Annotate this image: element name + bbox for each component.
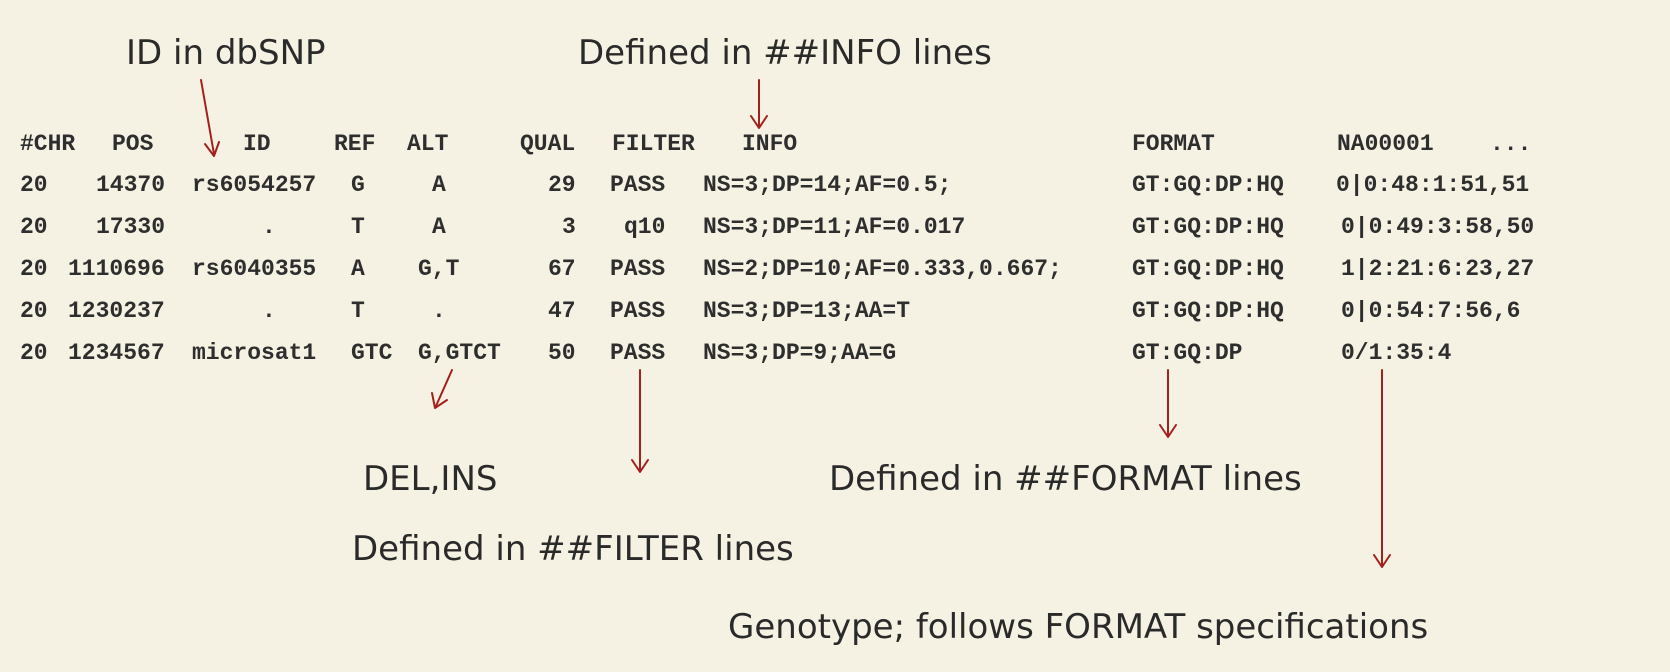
cell-info: NS=3;DP=9;AA=G [703,340,897,366]
cell-ref: GTC [351,340,393,366]
cell-qual: 29 [548,172,576,198]
cell-pos: 14370 [96,172,166,198]
cell-sample: 0/1:35:4 [1341,340,1452,366]
cell-ref: G [351,172,365,198]
arrow-to-del-ins-icon [431,369,453,409]
cell-alt: G,T [418,256,460,282]
cell-filter: PASS [610,298,666,324]
cell-sample: 0|0:48:1:51,51 [1336,172,1530,198]
cell-qual: 67 [548,256,576,282]
cell-filter: q10 [624,214,666,240]
cell-pos: 17330 [96,214,166,240]
header-ref: REF [334,131,376,157]
cell-pos: 1110696 [68,256,165,282]
cell-format: GT:GQ:DP:HQ [1132,172,1284,198]
cell-qual: 47 [548,298,576,324]
arrow-to-filter-lines-icon [631,369,649,473]
arrow-to-info-icon [750,79,768,129]
cell-qual: 50 [548,340,576,366]
arrow-to-format-lines-icon [1159,369,1177,438]
header-id: ID [243,131,271,157]
cell-info: NS=2;DP=10;AF=0.333,0.667; [703,256,1062,282]
cell-info: NS=3;DP=11;AF=0.017 [703,214,966,240]
arrow-to-genotype-icon [1373,369,1391,568]
header-filter: FILTER [612,131,695,157]
cell-filter: PASS [610,340,666,366]
cell-pos: 1230237 [68,298,165,324]
cell-sample: 0|0:54:7:56,6 [1341,298,1521,324]
cell-filter: PASS [610,172,666,198]
header-alt: ALT [407,131,449,157]
annotation-del-ins: DEL,INS [363,459,498,499]
cell-alt: G,GTCT [418,340,501,366]
header-ellipsis: ... [1490,131,1532,157]
cell-alt: A [432,172,446,198]
cell-id: microsat1 [192,340,317,366]
cell-filter: PASS [610,256,666,282]
header-pos: POS [112,131,154,157]
cell-format: GT:GQ:DP [1132,340,1243,366]
cell-chr: 20 [20,172,48,198]
annotation-format-lines: Defined in ##FORMAT lines [829,459,1302,499]
header-format: FORMAT [1132,131,1215,157]
cell-chr: 20 [20,340,48,366]
cell-sample: 0|0:49:3:58,50 [1341,214,1535,240]
cell-ref: A [351,256,365,282]
cell-id: . [262,214,276,240]
cell-id: rs6054257 [192,172,317,198]
cell-info: NS=3;DP=14;AF=0.5; [703,172,952,198]
cell-chr: 20 [20,298,48,324]
annotation-filter-lines: Defined in ##FILTER lines [352,529,794,569]
cell-sample: 1|2:21:6:23,27 [1341,256,1535,282]
cell-chr: 20 [20,214,48,240]
cell-info: NS=3;DP=13;AA=T [703,298,911,324]
cell-chr: 20 [20,256,48,282]
cell-alt: . [432,298,446,324]
cell-pos: 1234567 [68,340,165,366]
header-info: INFO [742,131,798,157]
cell-format: GT:GQ:DP:HQ [1132,256,1284,282]
header-sample: NA00001 [1337,131,1434,157]
annotation-genotype: Genotype; follows FORMAT specifications [728,607,1429,647]
cell-id: rs6040355 [192,256,317,282]
cell-format: GT:GQ:DP:HQ [1132,214,1284,240]
cell-id: . [262,298,276,324]
cell-qual: 3 [562,214,576,240]
header-chr: #CHR [20,131,76,157]
header-qual: QUAL [520,131,576,157]
cell-format: GT:GQ:DP:HQ [1132,298,1284,324]
arrow-to-id-icon [200,79,220,157]
cell-ref: T [351,214,365,240]
cell-ref: T [351,298,365,324]
annotation-info-lines: Defined in ##INFO lines [578,33,992,73]
annotation-id-in-dbsnp: ID in dbSNP [126,33,326,73]
cell-alt: A [432,214,446,240]
